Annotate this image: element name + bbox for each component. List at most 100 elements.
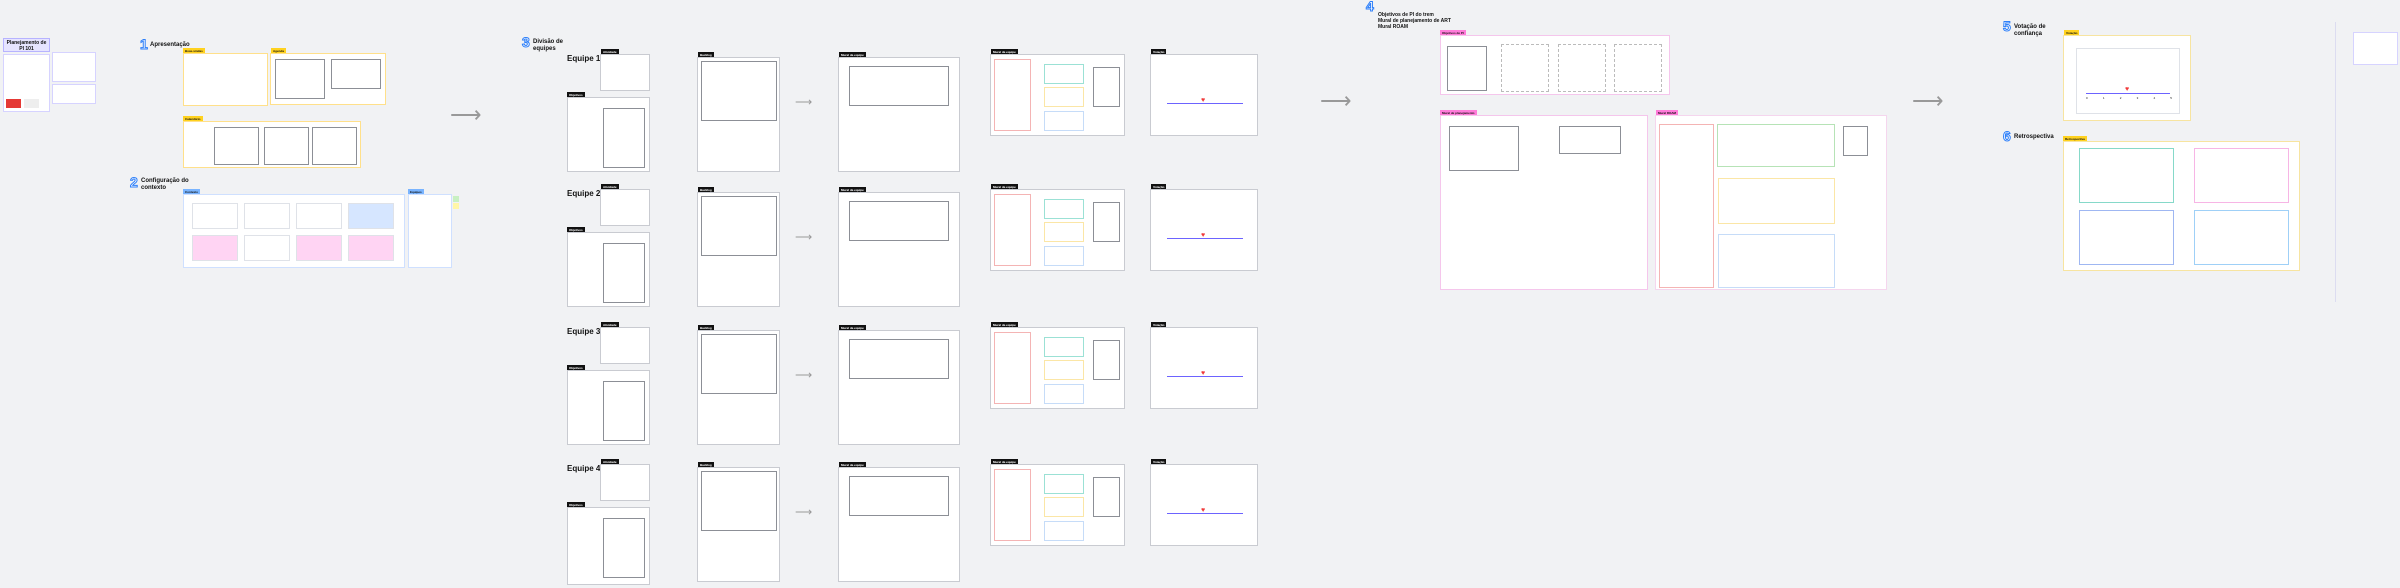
pi-objectives-frame[interactable] [1440, 35, 1670, 95]
heart-icon: ♥ [1201, 232, 1206, 239]
scale-label: 4 [2153, 96, 2156, 100]
objectives-table [603, 518, 645, 578]
risks-column[interactable] [994, 59, 1031, 131]
board-grid [849, 66, 949, 106]
scale-line [1167, 103, 1243, 104]
retro-box[interactable] [2194, 210, 2289, 265]
team-vote-frame[interactable]: ♥ [1150, 327, 1258, 409]
team-activity-frame[interactable] [600, 464, 650, 501]
team-objectives-frame[interactable] [567, 232, 650, 307]
risks-column[interactable] [994, 469, 1031, 541]
roam-box-yellow[interactable] [1718, 178, 1835, 224]
frame-tag: Contexto [183, 189, 200, 195]
art-planning-frame[interactable] [1440, 115, 1648, 290]
scale-line [1167, 238, 1243, 239]
team-board-frame[interactable] [838, 57, 960, 172]
board-title[interactable]: Planejamento de PI 101 [3, 38, 50, 52]
risks-column[interactable] [994, 194, 1031, 266]
risks-box[interactable] [1044, 337, 1084, 357]
team-vote-frame[interactable]: ♥ [1150, 189, 1258, 271]
frame-tag: Mural ROAM [1656, 110, 1678, 116]
context-frame[interactable] [183, 194, 405, 268]
frame-tag: Agenda [271, 48, 287, 54]
roam-column[interactable] [1659, 124, 1714, 288]
roam-box-green[interactable] [1717, 124, 1835, 167]
objectives-box[interactable] [1614, 44, 1662, 92]
risks-table [1093, 477, 1120, 517]
roam-box-blue[interactable] [1718, 234, 1835, 288]
risks-column[interactable] [994, 332, 1031, 404]
flow-arrow: ⟶ [795, 95, 813, 109]
calendar-frame[interactable] [183, 121, 361, 168]
scale-label: 5 [2170, 96, 2172, 100]
scale-label: 0 [2086, 96, 2088, 100]
frame-tag: Objetivos [567, 227, 585, 233]
retro-box[interactable] [2079, 148, 2174, 203]
frame-tag: Backlog [698, 187, 714, 193]
team-risks-frame[interactable] [990, 189, 1125, 271]
section-number: 5 [2003, 18, 2012, 35]
team-backlog-frame[interactable] [697, 330, 780, 445]
welcome-frame[interactable] [183, 53, 268, 106]
slide[interactable] [348, 203, 394, 229]
frame-tag: Objetivos [567, 365, 585, 371]
team-risks-frame[interactable] [990, 464, 1125, 546]
team-name: Equipe 2 [567, 189, 601, 198]
team-vote-frame[interactable]: ♥ [1150, 54, 1258, 136]
risks-box[interactable] [1044, 521, 1084, 541]
team-objectives-frame[interactable] [567, 507, 650, 585]
team-board-frame[interactable] [838, 330, 960, 445]
retro-frame[interactable] [2063, 141, 2300, 271]
slide[interactable] [192, 203, 238, 229]
team-activity-frame[interactable] [600, 189, 650, 226]
flow-arrow: ⟶ [1912, 88, 1944, 113]
objectives-box[interactable] [1558, 44, 1606, 92]
risks-box[interactable] [1044, 497, 1084, 517]
sticky-note[interactable] [453, 196, 459, 202]
info-card [52, 84, 96, 104]
objectives-box[interactable] [1501, 44, 1549, 92]
risks-box[interactable] [1044, 199, 1084, 219]
slide[interactable] [348, 235, 394, 261]
frame-tag: Atividade [601, 184, 619, 190]
risks-box[interactable] [1044, 384, 1084, 404]
risks-box[interactable] [1044, 222, 1084, 242]
team-activity-frame[interactable] [600, 54, 650, 91]
slide[interactable] [244, 203, 290, 229]
slide[interactable] [296, 203, 342, 229]
team-backlog-frame[interactable] [697, 192, 780, 307]
frame-tag: Mural de planejamento [1440, 110, 1477, 116]
risks-box[interactable] [1044, 246, 1084, 266]
roam-frame[interactable] [1655, 115, 1887, 290]
risks-box[interactable] [1044, 87, 1084, 107]
team-backlog-frame[interactable] [697, 57, 780, 172]
risks-box[interactable] [1044, 111, 1084, 131]
risks-box[interactable] [1044, 360, 1084, 380]
team-backlog-frame[interactable] [697, 467, 780, 582]
slide[interactable] [192, 235, 238, 261]
retro-box[interactable] [2194, 148, 2289, 203]
slide[interactable] [244, 235, 290, 261]
team-risks-frame[interactable] [990, 327, 1125, 409]
image-thumb [24, 99, 39, 108]
team-board-frame[interactable] [838, 467, 960, 582]
backlog-table [701, 471, 777, 531]
team-risks-frame[interactable] [990, 54, 1125, 136]
team-vote-frame[interactable]: ♥ [1150, 464, 1258, 546]
team-activity-frame[interactable] [600, 327, 650, 364]
team-board-frame[interactable] [838, 192, 960, 307]
teams-frame[interactable] [408, 194, 452, 268]
team-objectives-frame[interactable] [567, 97, 650, 172]
agenda-frame[interactable] [270, 53, 386, 105]
scale-label: 1 [2102, 96, 2105, 100]
slide[interactable] [296, 235, 342, 261]
sticky-note[interactable] [453, 203, 459, 209]
risks-box[interactable] [1044, 64, 1084, 84]
risks-box[interactable] [1044, 474, 1084, 494]
retro-box[interactable] [2079, 210, 2174, 265]
team-objectives-frame[interactable] [567, 370, 650, 445]
frame-tag: Mural da equipe [991, 49, 1018, 55]
resources-card[interactable] [2353, 32, 2398, 65]
